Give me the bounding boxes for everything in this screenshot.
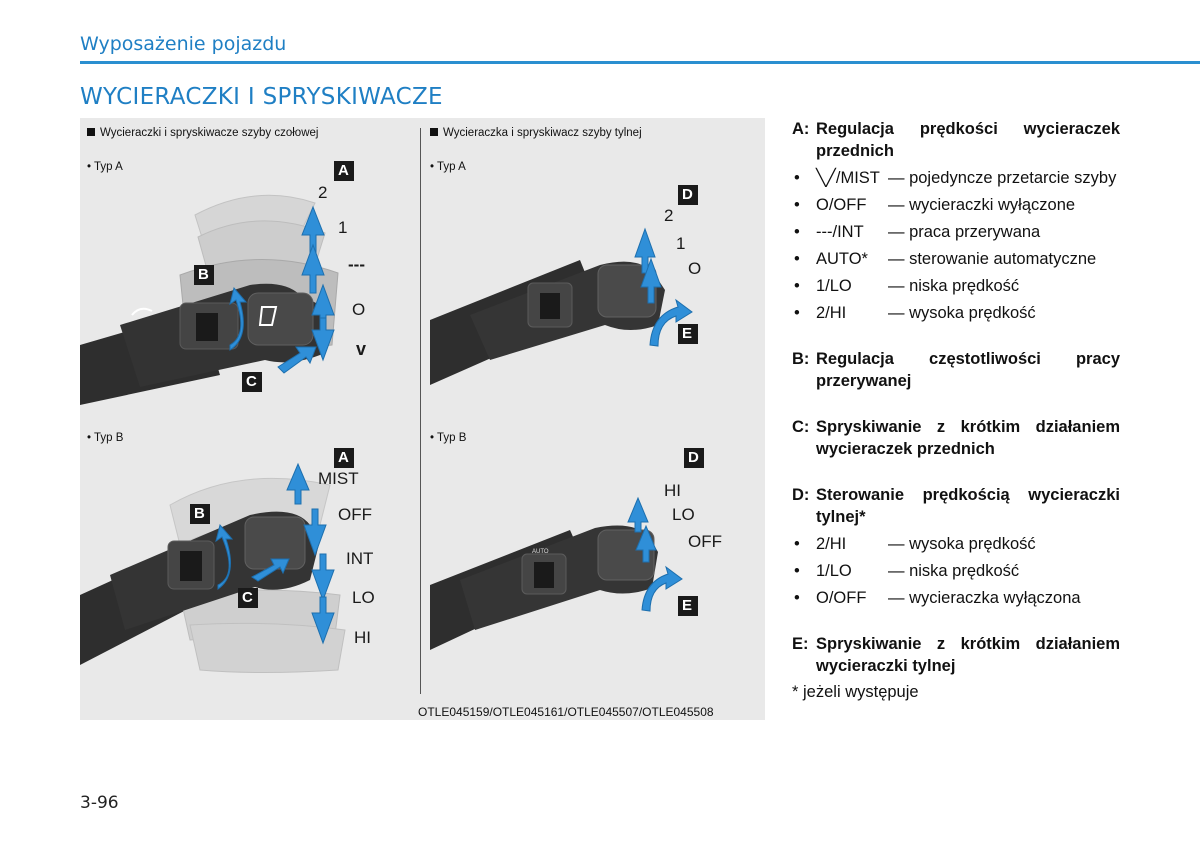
- badge-e-type-b: E: [678, 596, 698, 621]
- rear-pos-label-1: 1: [676, 234, 686, 253]
- bullet-icon: •: [794, 250, 800, 268]
- running-header: Wyposażenie pojazdu: [80, 33, 287, 55]
- bullet-square-icon: [87, 128, 95, 136]
- rear-auto-label: AUTO: [532, 549, 549, 555]
- footnote: * jeżeli występuje: [792, 683, 919, 701]
- pos-label-hi-text: HI: [354, 628, 371, 647]
- bullet-icon: •: [794, 535, 800, 553]
- badge-a: A: [334, 161, 354, 186]
- rear-pos-label-lo: LO: [672, 505, 695, 524]
- bullet-icon: •: [794, 304, 800, 322]
- badge-b-box: [194, 265, 214, 285]
- bullet-icon: •: [794, 562, 800, 580]
- legend-item-d: D:Sterowanie prędkością wycieraczki tyln…: [792, 486, 1120, 526]
- type-b-label-rear: • Typ B: [430, 432, 467, 444]
- legend-item-e: E:Spryskiwanie z krótkim działaniem wyci…: [792, 635, 1120, 675]
- legend-d-row: •O/OFF— wycieraczka wyłączona: [794, 589, 1081, 607]
- rear-pos-label-hi: HI: [664, 481, 681, 500]
- bullet-icon: •: [794, 589, 800, 607]
- pos-label-int-text: INT: [346, 549, 374, 568]
- pos-label-off-text: OFF: [338, 505, 372, 524]
- rear-pos-label-off: O: [688, 259, 702, 278]
- badge-d-type-b-box: [684, 448, 704, 468]
- legend-d-row: •2/HI— wysoka prędkość: [794, 535, 1036, 553]
- badge-a-box: [334, 161, 354, 181]
- type-b-label-front: • Typ B: [87, 432, 124, 444]
- legend-a-row: •O/OFF— wycieraczki wyłączone: [794, 196, 1076, 214]
- figure-divider: [420, 128, 421, 694]
- legend-item-b: B:Regulacja częstotliwości pracy przeryw…: [792, 350, 1120, 390]
- bullet-icon: •: [794, 196, 800, 214]
- badge-e: E: [678, 324, 698, 349]
- legend-d-row: •1/LO— niska prędkość: [794, 562, 1020, 580]
- badge-b: B: [194, 265, 214, 290]
- page-number: 3-96: [80, 793, 119, 813]
- badge-c-type-b: C: [238, 588, 258, 613]
- legend-item-c: C:Spryskiwanie z krótkim działaniem wyci…: [792, 418, 1120, 458]
- badge-c: C: [242, 372, 262, 397]
- badge-d-type-b: D: [684, 448, 704, 473]
- caption-front: Wycieraczki i spryskiwacze szyby czołowe…: [87, 127, 318, 139]
- bullet-square-icon: [430, 128, 438, 136]
- rear-pos-label-2: 2: [664, 206, 674, 225]
- badge-c-type-b-box: [238, 588, 258, 608]
- badge-d-box: [678, 185, 698, 205]
- pos-label-off: O: [352, 300, 366, 319]
- pos-label-mist: v: [356, 339, 367, 359]
- caption-rear: Wycieraczka i spryskiwacz szyby tylnej: [430, 127, 642, 139]
- badge-a-type-b-box: [334, 448, 354, 468]
- figure-reference: OTLE045159/OTLE045161/OTLE045507/OTLE045…: [418, 705, 714, 719]
- badge-c-box: [242, 372, 262, 392]
- pos-label-2: 2: [318, 183, 328, 202]
- pos-label-lo-text: LO: [352, 588, 375, 607]
- legend-item-a: A:Regulacja prędkości wycieraczek przedn…: [792, 120, 1120, 160]
- header-rule: [80, 61, 1200, 64]
- bullet-icon: •: [794, 277, 800, 295]
- legend-a-row: •╲╱/MIST— pojedyncze przetarcie szyby: [794, 169, 1117, 187]
- badge-b-type-b-box: [190, 504, 210, 524]
- legend-a-row: •---/INT— praca przerywana: [794, 223, 1041, 241]
- type-a-label-front: • Typ A: [87, 161, 123, 173]
- type-a-label-rear: • Typ A: [430, 161, 466, 173]
- badge-e-box: [678, 324, 698, 344]
- bullet-icon: •: [794, 223, 800, 241]
- badge-e-type-b-box: [678, 596, 698, 616]
- section-title: WYCIERACZKI I SPRYSKIWACZE: [80, 84, 443, 110]
- bullet-icon: •: [794, 169, 800, 187]
- rear-wiper-type-b-illustration: [430, 496, 683, 650]
- pos-label-1: 1: [338, 218, 348, 237]
- rear-pos-label-off-b: OFF: [688, 532, 722, 551]
- legend-a-row: •1/LO— niska prędkość: [794, 277, 1020, 295]
- rear-wiper-type-a-illustration: [430, 227, 693, 385]
- legend-a-row: •AUTO*— sterowanie automatyczne: [794, 250, 1097, 268]
- pos-label-mist-text: MIST: [318, 469, 359, 488]
- badge-a-type-b: A: [334, 448, 354, 473]
- front-wiper-type-b-illustration: [80, 462, 346, 673]
- badge-d: D: [678, 185, 698, 210]
- pos-label-int: ---: [348, 255, 365, 274]
- legend-a-row: •2/HI— wysoka prędkość: [794, 304, 1036, 322]
- legend: A:Regulacja prędkości wycieraczek przedn…: [792, 118, 1120, 703]
- badge-b-type-b: B: [190, 504, 210, 529]
- front-wiper-type-a-illustration: [80, 194, 339, 405]
